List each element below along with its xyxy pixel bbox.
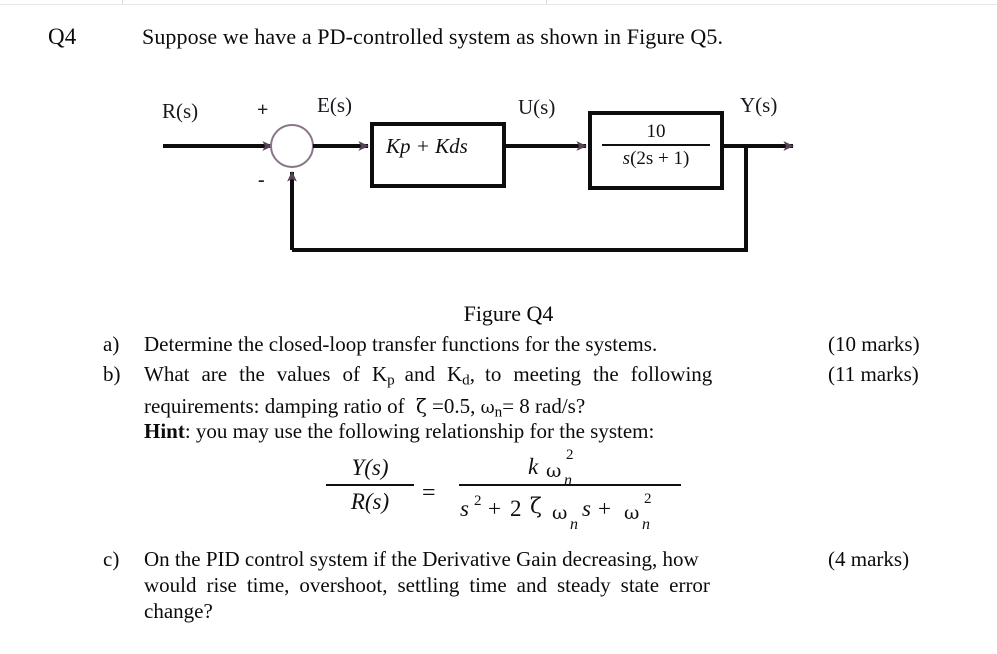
item-marker-a: a) (103, 332, 120, 356)
num-exponent-2: 2 (566, 447, 574, 463)
label-plus-sign: + (257, 99, 269, 121)
item-c-line-1: On the PID control system if the Derivat… (144, 547, 699, 571)
den-two: 2 (510, 496, 522, 521)
item-marks-a: (10 marks) (828, 332, 920, 356)
fraction-bar (602, 144, 710, 146)
plant-den-s: s (622, 148, 631, 169)
plant-block (588, 111, 724, 190)
item-text-a: Determine the closed-loop transfer funct… (144, 332, 658, 356)
controller-block (370, 122, 506, 188)
den-omega-2: ω (624, 502, 640, 524)
controller-block-text: Kp + Kds (386, 134, 468, 158)
num-k: k (528, 454, 539, 479)
item-b-line-2: requirements: damping ratio of ζ =0.5, ω… (144, 394, 586, 421)
question-stem: Suppose we have a PD-controlled system a… (142, 24, 724, 49)
page-edge-tick (122, 0, 123, 4)
den-omega-1: ω (552, 502, 568, 524)
block-diagram: R(s) + - E(s) Kp + Kds U(s) 10 s(2s + 1)… (0, 0, 997, 300)
plant-denominator: s(2s + 1) (602, 148, 710, 170)
page-edge-tick (546, 0, 547, 4)
item-marker-c: c) (103, 547, 120, 571)
formula-equals-sign: = (422, 480, 436, 506)
plant-den-rest: (2s + 1) (630, 148, 690, 169)
den-zeta: ζ (530, 494, 542, 519)
label-control-us: U(s) (518, 95, 556, 119)
formula-lhs-bar (326, 484, 414, 486)
formula-lhs-numerator: Y(s) (351, 455, 389, 480)
item-c-line-3: change? (144, 599, 213, 623)
item-marks-b: (11 marks) (828, 362, 919, 386)
den-s-exponent-2: 2 (474, 493, 482, 509)
feedback-path (292, 146, 748, 252)
formula-rhs-numerator: k ω 2 n (456, 446, 684, 489)
hint-label: Hint (144, 419, 185, 443)
block-diagram-svg (163, 111, 794, 252)
item-text-c: On the PID control system if the Derivat… (144, 546, 820, 624)
summing-junction (270, 124, 314, 168)
label-minus-sign: - (258, 169, 265, 191)
plant-numerator: 10 (646, 121, 666, 142)
formula-left-side: Y(s) R(s) (322, 454, 418, 516)
den-s: s (460, 496, 469, 521)
den-omega-2-subscript-n: n (642, 516, 650, 533)
hint-text: : you may use the following relationship… (184, 419, 655, 443)
den-plus-2: + (598, 496, 611, 521)
label-error-es: E(s) (317, 93, 352, 117)
item-marks-c: (4 marks) (828, 547, 910, 571)
page-top-edge (0, 0, 997, 5)
item-marker-b: b) (103, 362, 121, 386)
formula-rhs-denominator: s 2 + 2 ζ ω n s + ω 2 n (456, 486, 684, 533)
formula-right-side: k ω 2 n s 2 + 2 ζ ω n s + ω 2 n (456, 446, 684, 533)
hint-line: Hint: you may use the following relation… (144, 418, 654, 444)
den-plus-1: + (488, 496, 501, 521)
label-output-ys: Y(s) (740, 93, 778, 117)
figure-caption: Figure Q4 (0, 300, 997, 327)
den-omega-1-subscript-n: n (570, 516, 578, 533)
figure-caption-text: Figure Q4 (463, 301, 554, 326)
num-omega: ω (546, 460, 562, 482)
label-input-rs: R(s) (162, 99, 199, 123)
num-subscript-n: n (564, 472, 572, 489)
formula-rhs-bar (459, 484, 681, 486)
formula-lhs-denominator: R(s) (350, 489, 390, 514)
question-number: Q4 (48, 24, 77, 49)
den-s-factor: s (582, 496, 591, 521)
den-omega-2-exponent-2: 2 (644, 491, 652, 507)
plant-transfer-function: 10 s(2s + 1) (602, 121, 710, 170)
